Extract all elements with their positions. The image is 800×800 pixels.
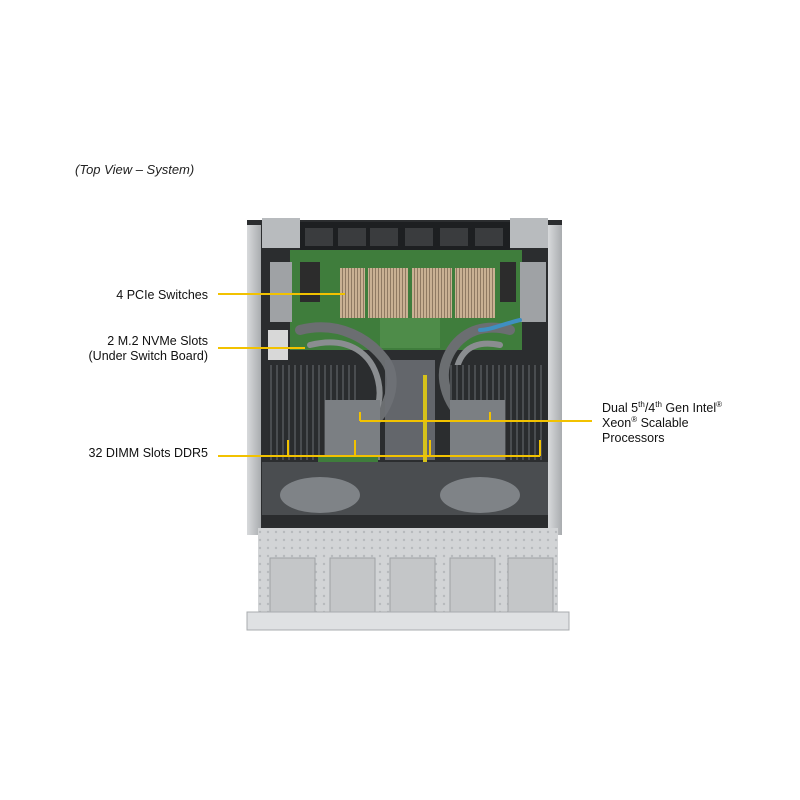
cpu-dimm-area xyxy=(268,360,545,505)
callout-cpu xyxy=(359,412,592,422)
label-pcie-switches-text: 4 PCIe Switches xyxy=(116,288,208,302)
label-dimm-text: 32 DIMM Slots DDR5 xyxy=(88,446,208,460)
switch-board xyxy=(290,250,522,350)
side-ports xyxy=(268,262,546,360)
callout-dimm xyxy=(218,440,541,457)
label-m2-line2: (Under Switch Board) xyxy=(88,349,209,363)
label-cpu-line1: Dual 5th/4th Gen Intel® xyxy=(602,399,723,415)
label-m2-line1: 2 M.2 NVMe Slots xyxy=(107,334,208,348)
label-cpu-line2: Xeon® Scalable xyxy=(602,414,689,430)
label-pcie-switches: 4 PCIe Switches xyxy=(60,288,208,303)
callout-lines xyxy=(218,293,592,457)
label-cpu-line3: Processors xyxy=(602,431,665,445)
rear-io-connectors xyxy=(300,222,510,252)
label-m2-slots: 2 M.2 NVMe Slots (Under Switch Board) xyxy=(40,334,209,364)
label-processors: Dual 5th/4th Gen Intel® Xeon® Scalable P… xyxy=(602,399,792,446)
label-dimm-slots: 32 DIMM Slots DDR5 xyxy=(40,446,208,461)
front-drive-cage xyxy=(246,528,570,631)
figure-caption: (Top View – System) xyxy=(75,162,195,177)
fan-bay xyxy=(262,462,548,525)
